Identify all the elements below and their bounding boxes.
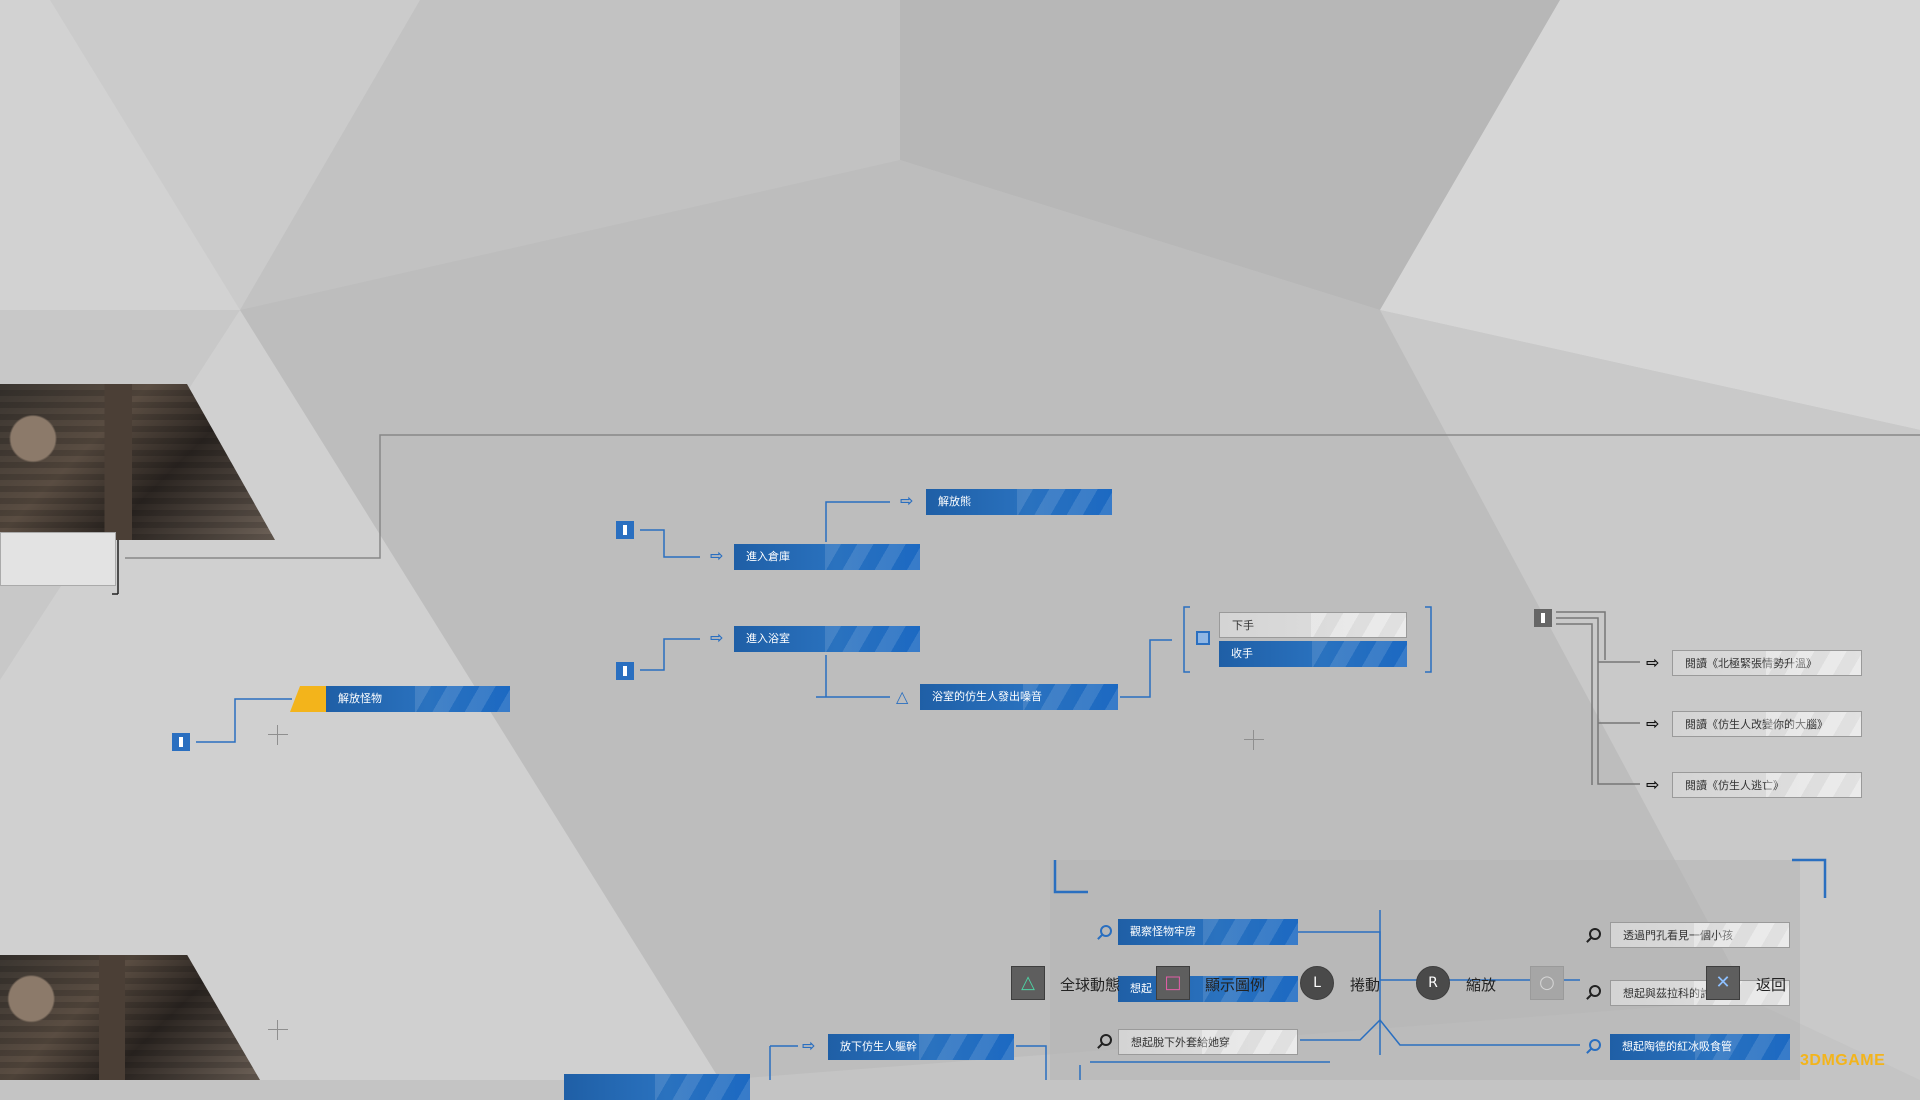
square-button-label: 顯示圖例 bbox=[1205, 976, 1266, 994]
node-enter-bathroom[interactable]: 進入浴室 bbox=[734, 626, 920, 652]
node-free-monster[interactable]: 解放怪物 bbox=[326, 686, 510, 712]
arrow-right-icon: ⇨ bbox=[710, 546, 724, 565]
choice-withdraw[interactable]: 收手 bbox=[1219, 641, 1407, 667]
l-stick-button-label: 捲動 bbox=[1350, 976, 1381, 994]
triangle-button-label: 全球動態 bbox=[1060, 976, 1121, 994]
memory-photo-bottom[interactable] bbox=[0, 955, 260, 1080]
triangle-button-icon[interactable]: △ bbox=[1011, 966, 1045, 1000]
circle-button-icon[interactable]: ○ bbox=[1530, 966, 1564, 1000]
node-label: 收手 bbox=[1231, 647, 1253, 660]
node-label: 想起 bbox=[1130, 982, 1152, 995]
node-label: 想起脫下外套給她穿 bbox=[1131, 1036, 1230, 1049]
search-icon bbox=[1589, 985, 1601, 997]
node-label: 透過門孔看見一個小孩 bbox=[1623, 929, 1733, 942]
l-stick-button-icon[interactable]: L bbox=[1300, 966, 1334, 1000]
cross-button-icon[interactable]: ✕ bbox=[1706, 966, 1740, 1000]
controller-button-bar: △ 全球動態 □ 顯示圖例 L 捲動 R 縮放 ○ ✕ 返回 bbox=[1010, 966, 1890, 1006]
node-observe-monster-cell[interactable]: 觀察怪物牢房 bbox=[1118, 919, 1298, 945]
node-offscreen-partial[interactable] bbox=[564, 1074, 750, 1100]
node-recall-partial[interactable]: 想起 bbox=[1118, 976, 1298, 1002]
start-node-icon[interactable] bbox=[616, 662, 634, 680]
node-label: 觀察怪物牢房 bbox=[1130, 925, 1196, 938]
arrow-right-icon: ⇨ bbox=[1646, 653, 1660, 672]
node-free-bear[interactable]: 解放熊 bbox=[926, 489, 1112, 515]
grid-crosshair bbox=[1244, 730, 1264, 750]
node-label: 想起陶德的紅冰吸食管 bbox=[1622, 1040, 1732, 1053]
node-label: 浴室的仿生人發出噪音 bbox=[932, 690, 1042, 703]
choice-icon bbox=[1196, 631, 1210, 645]
arrow-right-icon: ⇨ bbox=[802, 1036, 816, 1055]
node-label: 閱讀《北極緊張情勢升溫》 bbox=[1685, 657, 1817, 670]
node-label: 放下仿生人軀幹 bbox=[840, 1040, 917, 1053]
node-recall-todd-ice[interactable]: 想起陶德的紅冰吸食管 bbox=[1610, 1034, 1790, 1060]
start-node-icon[interactable] bbox=[1534, 609, 1552, 627]
arrow-right-icon: ⇨ bbox=[1646, 775, 1660, 794]
grid-crosshair bbox=[268, 1020, 288, 1040]
search-icon bbox=[1589, 928, 1601, 940]
r-stick-button-label: 縮放 bbox=[1466, 976, 1497, 994]
choice-strike[interactable]: 下手 bbox=[1219, 612, 1407, 638]
start-node-icon[interactable] bbox=[172, 733, 190, 751]
arrow-right-icon: ⇨ bbox=[710, 628, 724, 647]
node-read-android-escape[interactable]: 閱讀《仿生人逃亡》 bbox=[1672, 772, 1862, 798]
arrow-right-icon: ⇨ bbox=[1646, 714, 1660, 733]
node-enter-warehouse[interactable]: 進入倉庫 bbox=[734, 544, 920, 570]
search-icon bbox=[1100, 925, 1112, 937]
node-label: 下手 bbox=[1232, 619, 1254, 632]
photo-caption-bar bbox=[0, 532, 116, 586]
search-icon bbox=[1100, 1034, 1112, 1046]
cross-button-label: 返回 bbox=[1756, 976, 1787, 994]
node-recall-zlatko[interactable]: 想起與茲拉科的討論 bbox=[1610, 980, 1790, 1006]
node-read-north-tension[interactable]: 閱讀《北極緊張情勢升溫》 bbox=[1672, 650, 1862, 676]
node-label: 進入浴室 bbox=[746, 632, 790, 645]
triangle-icon: △ bbox=[896, 687, 909, 706]
node-recall-coat[interactable]: 想起脫下外套給她穿 bbox=[1118, 1029, 1298, 1055]
watermark-logo: 3DMGAME bbox=[1800, 1052, 1886, 1069]
arrow-right-icon: ⇨ bbox=[900, 491, 914, 510]
node-read-android-brain[interactable]: 閱讀《仿生人改變你的大腦》 bbox=[1672, 711, 1862, 737]
node-label: 解放怪物 bbox=[338, 692, 382, 705]
square-button-icon[interactable]: □ bbox=[1156, 966, 1190, 1000]
start-node-icon[interactable] bbox=[616, 521, 634, 539]
search-icon bbox=[1589, 1039, 1601, 1051]
grid-crosshair bbox=[268, 725, 288, 745]
node-label: 解放熊 bbox=[938, 495, 971, 508]
node-android-noise[interactable]: 浴室的仿生人發出噪音 bbox=[920, 684, 1118, 710]
node-label: 閱讀《仿生人改變你的大腦》 bbox=[1685, 718, 1828, 731]
node-put-down-android[interactable]: 放下仿生人軀幹 bbox=[828, 1034, 1014, 1060]
r-stick-button-icon[interactable]: R bbox=[1416, 966, 1450, 1000]
node-peep-child[interactable]: 透過門孔看見一個小孩 bbox=[1610, 922, 1790, 948]
node-label: 進入倉庫 bbox=[746, 550, 790, 563]
node-label: 閱讀《仿生人逃亡》 bbox=[1685, 779, 1784, 792]
